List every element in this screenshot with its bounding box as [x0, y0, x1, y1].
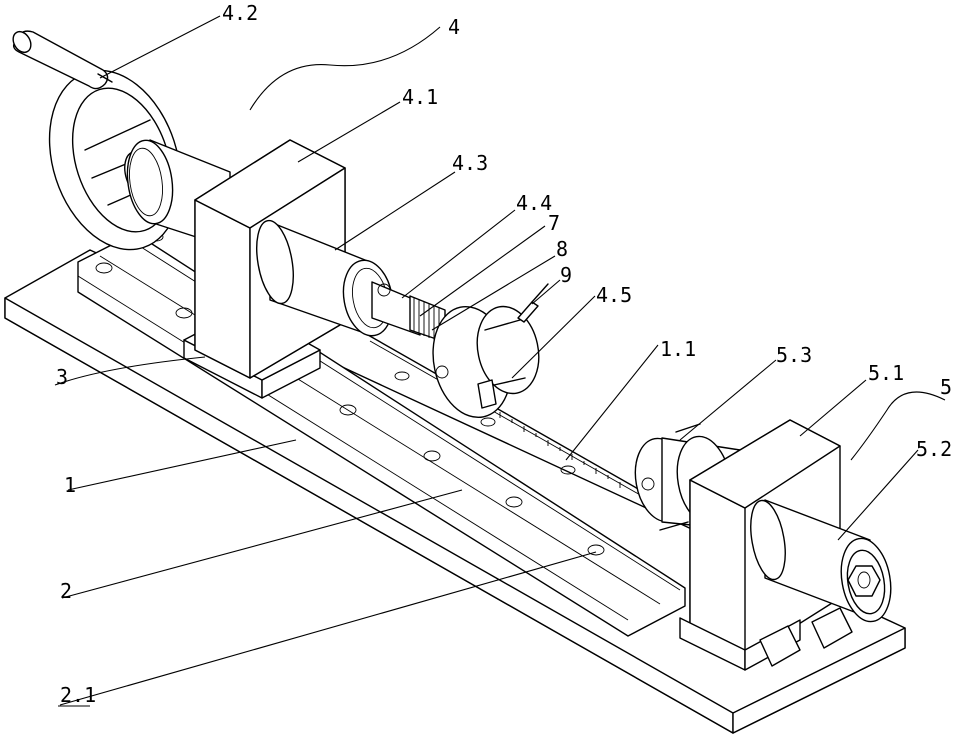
- scale-ruler: [367, 334, 643, 497]
- label-8: 8: [556, 237, 568, 261]
- label-4-2: 4.2: [222, 1, 258, 25]
- label-9: 9: [560, 263, 572, 287]
- left-spindle: [256, 219, 446, 343]
- labels: 4.2 4 4.1 4.3 4.4 7 8 9 4.5 1.1 5.3 5.1 …: [56, 1, 952, 707]
- handwheel: [12, 30, 182, 251]
- label-2-1: 2.1: [60, 683, 96, 707]
- label-4-3: 4.3: [452, 151, 488, 175]
- label-5-3: 5.3: [776, 343, 812, 367]
- label-5: 5: [940, 375, 952, 399]
- left-chuck: [432, 283, 549, 419]
- label-3: 3: [56, 365, 68, 389]
- rail-holes: [95, 232, 605, 556]
- label-5-2: 5.2: [916, 437, 952, 461]
- leader-lines: [54, 15, 946, 706]
- label-4-4: 4.4: [516, 191, 552, 215]
- label-4-5: 4.5: [596, 283, 632, 307]
- label-4: 4: [448, 15, 460, 39]
- label-2: 2: [60, 579, 72, 603]
- label-1: 1: [64, 473, 76, 497]
- label-5-1: 5.1: [868, 361, 904, 385]
- label-1-1: 1.1: [660, 337, 696, 361]
- right-spindle: [750, 499, 892, 667]
- label-4-1: 4.1: [402, 85, 438, 109]
- label-7: 7: [548, 211, 560, 235]
